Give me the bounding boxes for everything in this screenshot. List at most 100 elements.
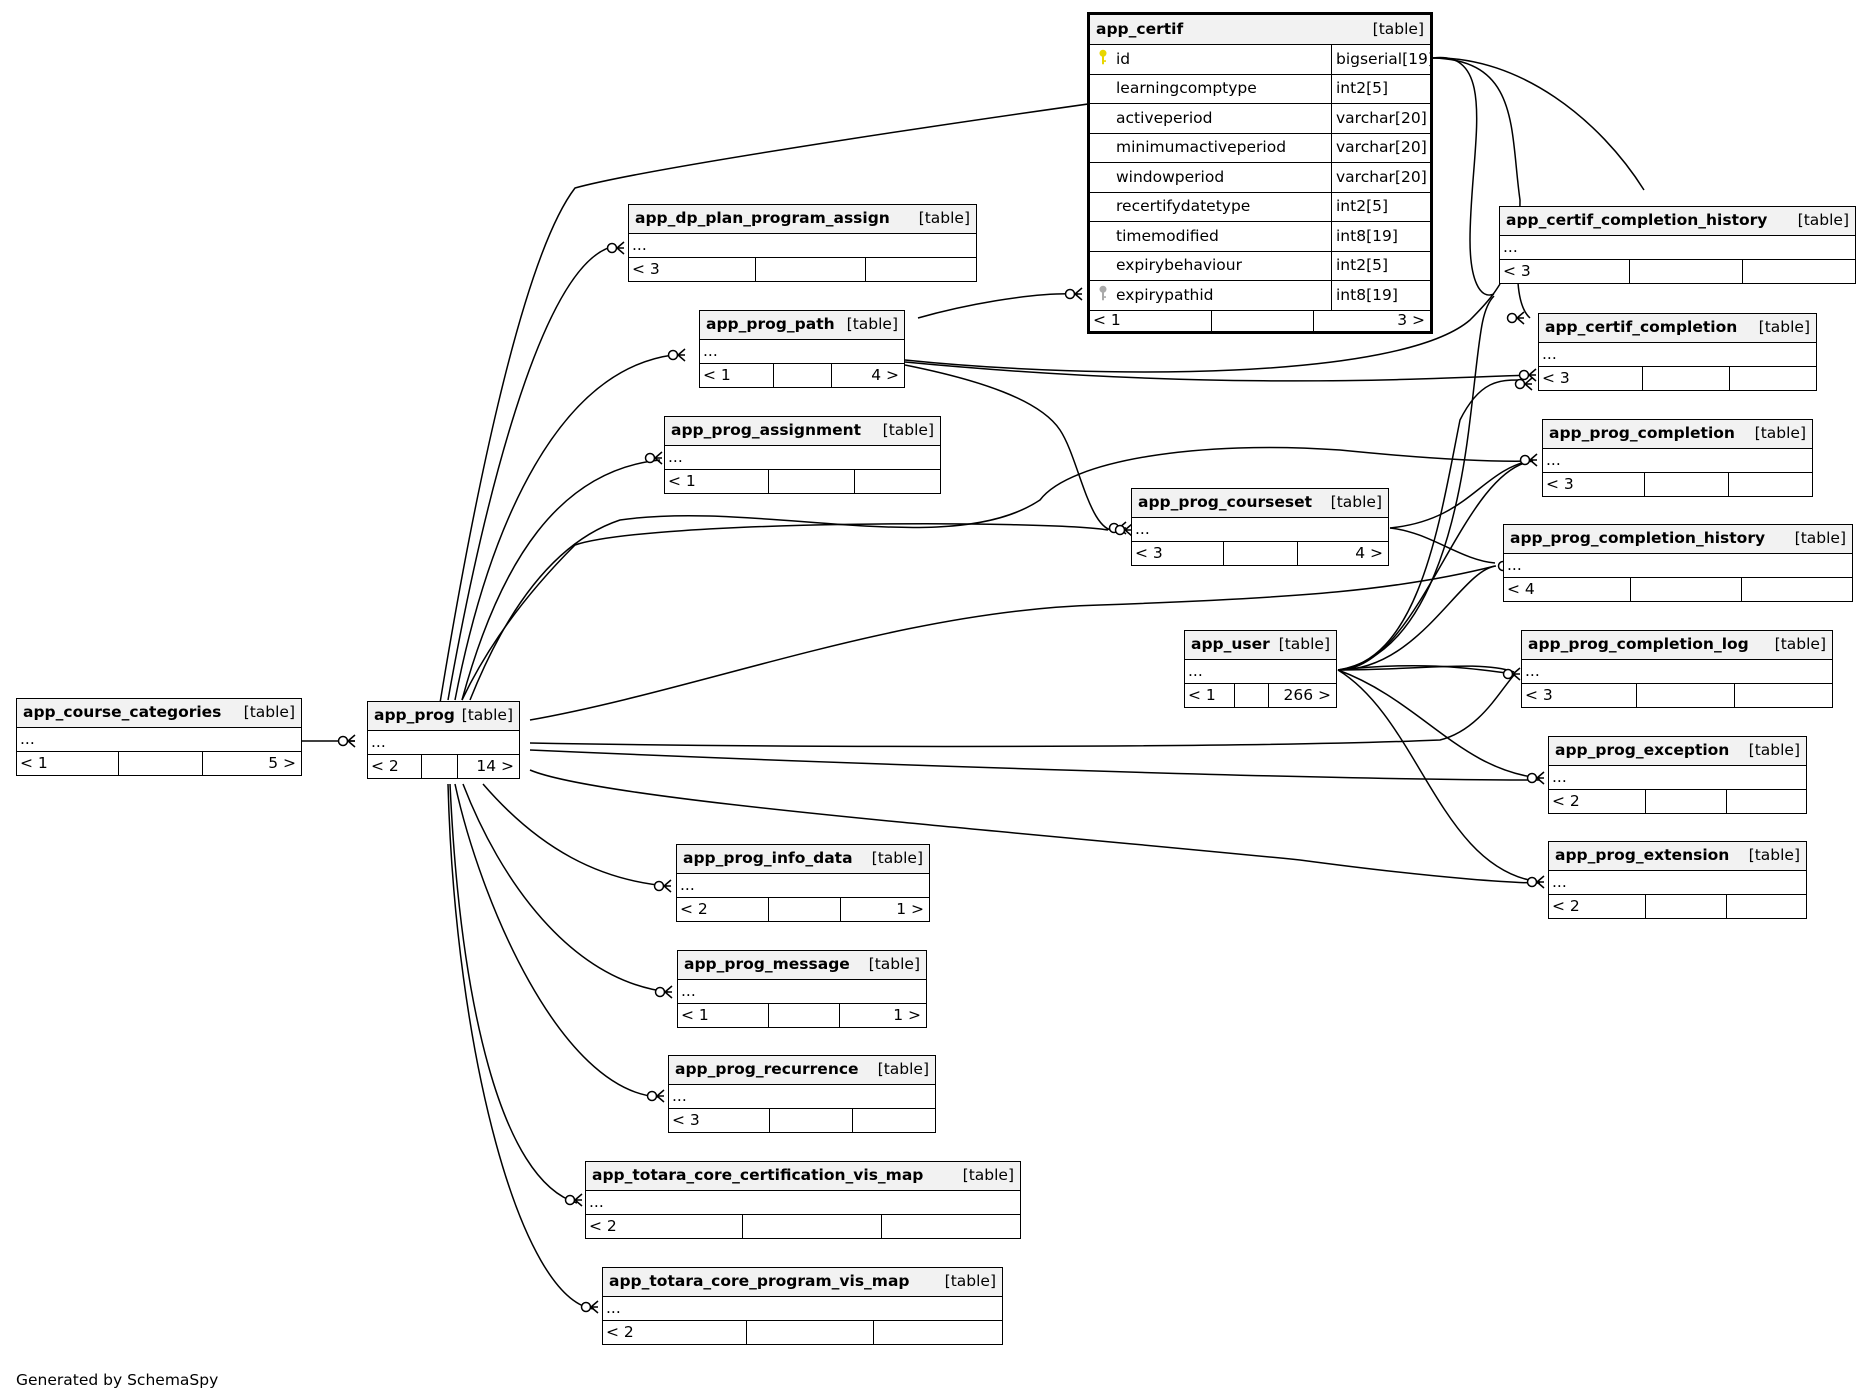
table-type: [table]	[461, 706, 513, 725]
column-name: learningcomptype	[1116, 79, 1257, 97]
table-type: [table]	[868, 955, 920, 974]
table-prog-assignment[interactable]: app_prog_assignment [table] ... < 1	[664, 416, 941, 494]
column-row[interactable]: windowperiod varchar[20]	[1090, 163, 1430, 193]
table-prog-extension[interactable]: app_prog_extension [table] ... < 2	[1548, 841, 1807, 919]
table-header: app_user [table]	[1185, 631, 1336, 660]
table-footer: < 3 4 >	[1132, 542, 1388, 565]
optional-marker	[1526, 772, 1538, 784]
table-footer: < 3	[629, 258, 976, 281]
more-columns: ...	[1500, 236, 1855, 260]
parent-count: < 2	[368, 755, 422, 778]
more-columns: ...	[1132, 518, 1388, 542]
table-footer: < 1 1 >	[678, 1004, 926, 1027]
table-certif-completion-history[interactable]: app_certif_completion_history [table] ..…	[1499, 206, 1856, 284]
table-prog-message[interactable]: app_prog_message [table] ... < 1 1 >	[677, 950, 927, 1028]
child-count: 1 >	[893, 1005, 921, 1024]
relationship-line	[461, 459, 661, 701]
relationship-line	[454, 354, 674, 701]
column-row[interactable]: minimumactiveperiod varchar[20]	[1090, 133, 1430, 163]
table-header: app_prog_exception [table]	[1549, 737, 1806, 766]
optional-marker	[337, 735, 349, 747]
table-header: app_course_categories [table]	[17, 699, 301, 728]
column-row[interactable]: id bigserial[19]	[1090, 45, 1434, 75]
table-header: app_prog_completion_history [table]	[1504, 525, 1852, 554]
child-count	[855, 470, 940, 493]
footer-middle	[1643, 367, 1730, 390]
relationship-line	[1337, 669, 1541, 883]
footer-middle	[743, 1215, 882, 1238]
table-name: app_prog_extension	[1555, 846, 1730, 865]
table-name: app_certif	[1096, 19, 1184, 38]
relationship-line	[529, 673, 1516, 748]
column-name: id	[1116, 49, 1131, 68]
column-row[interactable]: activeperiod varchar[20]	[1090, 104, 1430, 134]
parent-count: < 2	[1549, 790, 1646, 813]
table-footer: < 3	[669, 1109, 935, 1132]
table-footer: < 1 4 >	[700, 364, 904, 387]
table-name: app_prog_assignment	[671, 421, 862, 440]
more-columns: ...	[1504, 554, 1852, 578]
table-name: app_dp_plan_program_assign	[635, 209, 890, 228]
child-count: 14 >	[476, 756, 514, 775]
child-count: 3 >	[1397, 311, 1425, 329]
table-dp-plan[interactable]: app_dp_plan_program_assign [table] ... <…	[628, 204, 977, 282]
table-type: [table]	[1372, 19, 1424, 38]
more-columns: ...	[1549, 766, 1806, 790]
footer-middle	[1637, 684, 1735, 707]
optional-marker	[654, 986, 666, 998]
column-type: int8[19]	[1336, 285, 1398, 304]
table-type: [table]	[944, 1272, 996, 1291]
table-course-categories[interactable]: app_course_categories [table] ... < 1 5 …	[16, 698, 302, 776]
table-footer: < 2	[1549, 895, 1806, 918]
table-prog-vis-map[interactable]: app_totara_core_program_vis_map [table] …	[602, 1267, 1003, 1345]
more-columns: ...	[677, 874, 929, 898]
table-user[interactable]: app_user [table] ... < 1 266 >	[1184, 630, 1337, 708]
more-columns: ...	[700, 340, 904, 364]
table-cert-vis-map[interactable]: app_totara_core_certification_vis_map [t…	[585, 1161, 1021, 1239]
relationship-line	[1337, 565, 1497, 671]
column-name: expirybehaviour	[1116, 256, 1242, 274]
table-type: [table]	[243, 703, 295, 722]
child-count	[1727, 790, 1806, 813]
column-type: int8[19]	[1336, 226, 1398, 245]
table-type: [table]	[1748, 846, 1800, 865]
relationship-line	[1389, 527, 1496, 564]
relationship-line	[904, 283, 1501, 373]
table-prog-recurrence[interactable]: app_prog_recurrence [table] ... < 3	[668, 1055, 936, 1133]
relationship-line	[917, 293, 1079, 319]
column-row[interactable]: expirypathid int8[19]	[1090, 281, 1430, 311]
table-prog[interactable]: app_prog [table] ... < 2 14 >	[367, 701, 520, 779]
table-prog-completion-history[interactable]: app_prog_completion_history [table] ... …	[1503, 524, 1853, 602]
parent-count: < 1	[1090, 310, 1212, 331]
optional-marker	[1502, 668, 1514, 680]
column-row[interactable]: timemodified int8[19]	[1090, 222, 1430, 252]
more-columns: ...	[368, 731, 519, 755]
more-columns: ...	[1185, 660, 1336, 684]
more-columns: ...	[1539, 343, 1816, 367]
table-prog-info-data[interactable]: app_prog_info_data [table] ... < 2 1 >	[676, 844, 930, 922]
table-prog-completion[interactable]: app_prog_completion [table] ... < 3	[1542, 419, 1813, 497]
table-type: [table]	[1754, 424, 1806, 443]
parent-count: < 1	[1185, 684, 1235, 707]
table-name: app_prog_message	[684, 955, 850, 974]
table-prog-courseset[interactable]: app_prog_courseset [table] ... < 3 4 >	[1131, 488, 1389, 566]
table-footer: < 1 3 >	[1090, 310, 1430, 331]
many-marker	[574, 1193, 583, 1207]
footer-middle	[1212, 310, 1314, 331]
column-row[interactable]: recertifydatetype int2[5]	[1090, 192, 1430, 222]
relationship-line	[469, 446, 1534, 701]
child-count	[1730, 367, 1816, 390]
table-prog-exception[interactable]: app_prog_exception [table] ... < 2	[1548, 736, 1807, 814]
column-row[interactable]: expirybehaviour int2[5]	[1090, 251, 1430, 281]
column-row[interactable]: learningcomptype int2[5]	[1090, 74, 1430, 104]
table-app-certif[interactable]: app_certif [table] id bigserial[19] lear…	[1087, 12, 1434, 334]
relationship-line	[461, 523, 1109, 701]
table-type: [table]	[882, 421, 934, 440]
column-type: int2[5]	[1336, 197, 1389, 215]
relationship-line	[1389, 459, 1534, 529]
table-header: app_prog_message [table]	[678, 951, 926, 980]
footer-middle	[1235, 684, 1269, 707]
table-prog-path[interactable]: app_prog_path [table] ... < 1 4 >	[699, 310, 905, 388]
table-certif-completion[interactable]: app_certif_completion [table] ... < 3	[1538, 313, 1817, 391]
table-prog-completion-log[interactable]: app_prog_completion_log [table] ... < 3	[1521, 630, 1833, 708]
